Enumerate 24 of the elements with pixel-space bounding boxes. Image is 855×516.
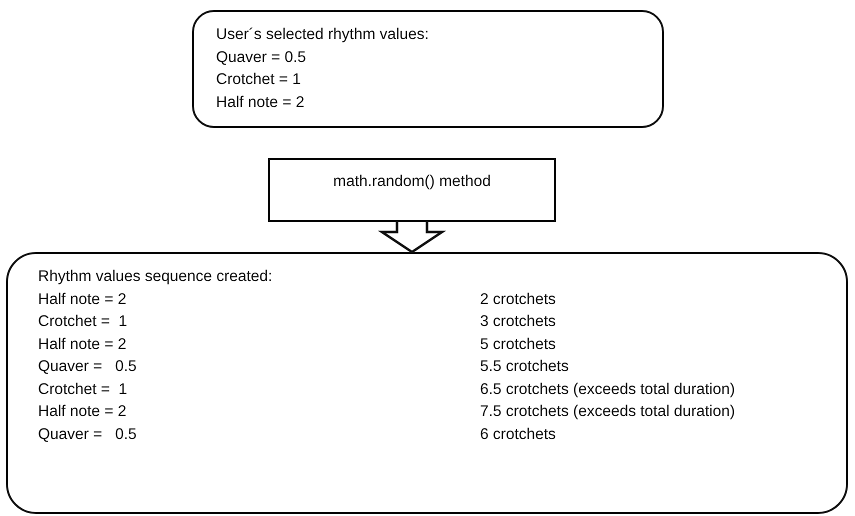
process-box (268, 158, 556, 222)
heading-text: Rhythm values sequence created: (38, 267, 272, 287)
duration-text: 5.5 crotchets (480, 357, 569, 377)
rhythm-value-text: Half note = 2 (216, 92, 304, 112)
rounded-box (192, 10, 664, 128)
duration-text: 3 crotchets (480, 312, 556, 332)
block-arrow (378, 220, 446, 254)
rhythm-value-text: Quaver = 0.5 (38, 357, 137, 377)
rhythm-value-text: Crotchet = 1 (38, 380, 128, 400)
duration-text: 7.5 crotchets (exceeds total duration) (480, 402, 736, 422)
rhythm-value-text: Half note = 2 (38, 402, 126, 422)
duration-text: 2 crotchets (480, 290, 556, 310)
duration-text: 6 crotchets (480, 424, 556, 444)
rhythm-value-text: Crotchet = 1 (38, 312, 128, 332)
rounded-box (6, 252, 848, 514)
duration-text: 5 crotchets (480, 334, 556, 354)
rhythm-value-text: Quaver = 0.5 (216, 48, 306, 68)
rhythm-value-text: Half note = 2 (38, 290, 126, 310)
heading-text: User´s selected rhythm values: (216, 25, 429, 45)
duration-text: 6.5 crotchets (exceeds total duration) (480, 380, 736, 400)
rhythm-value-text: Crotchet = 1 (216, 70, 301, 90)
method-label: math.random() method (333, 172, 491, 192)
rhythm-value-text: Half note = 2 (38, 334, 126, 354)
rhythm-value-text: Quaver = 0.5 (38, 424, 137, 444)
